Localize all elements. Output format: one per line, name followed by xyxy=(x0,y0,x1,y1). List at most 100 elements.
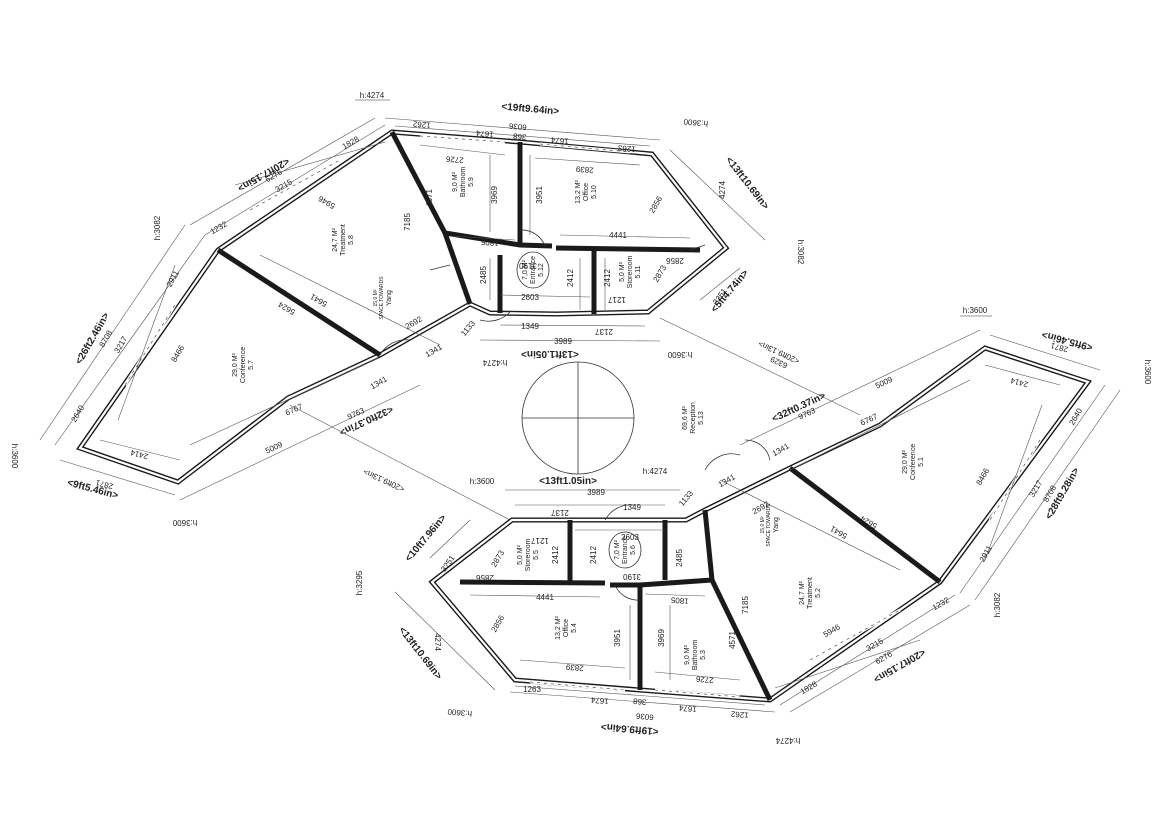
svg-text:1805: 1805 xyxy=(480,237,499,248)
upper-interior-dims xyxy=(99,141,691,461)
svg-text:3969: 3969 xyxy=(490,186,499,204)
svg-text:1805: 1805 xyxy=(670,595,689,606)
svg-text:5,0 M²: 5,0 M² xyxy=(619,261,626,282)
svg-text:h:3600: h:3600 xyxy=(963,306,988,315)
svg-text:2873: 2873 xyxy=(489,548,506,568)
svg-text:2412: 2412 xyxy=(566,269,575,287)
svg-text:1341: 1341 xyxy=(424,342,444,359)
lower-doors xyxy=(604,439,771,601)
svg-text:1341: 1341 xyxy=(717,472,737,489)
svg-text:1674: 1674 xyxy=(550,135,569,146)
svg-text:h:3600: h:3600 xyxy=(667,350,692,359)
svg-text:2856: 2856 xyxy=(489,613,506,633)
svg-text:15,0 M²: 15,0 M² xyxy=(373,289,379,306)
entrance-oval-upper xyxy=(516,251,550,289)
upper-outer-dims xyxy=(39,117,861,501)
svg-text:1828: 1828 xyxy=(799,679,819,696)
svg-text:2412: 2412 xyxy=(589,546,598,564)
room-label-5-5: 5,0 M² Storeroom 5.5 xyxy=(517,538,540,571)
svg-text:h:3600: h:3600 xyxy=(172,518,197,527)
svg-text:2640: 2640 xyxy=(69,403,86,423)
svg-text:5.8: 5.8 xyxy=(348,235,355,245)
svg-text:<10ft7.96in>: <10ft7.96in> xyxy=(403,513,449,564)
svg-text:h:3600: h:3600 xyxy=(10,444,19,469)
lower-outer-dims xyxy=(394,329,1121,713)
svg-text:3951: 3951 xyxy=(613,629,622,647)
svg-text:<9ft5.46in>: <9ft5.46in> xyxy=(66,478,119,502)
svg-text:<13ft1.05in>: <13ft1.05in> xyxy=(521,348,579,359)
svg-text:1674: 1674 xyxy=(590,695,609,706)
svg-text:7185: 7185 xyxy=(741,596,750,614)
svg-text:1674: 1674 xyxy=(475,128,494,139)
svg-text:13,2 M²: 13,2 M² xyxy=(555,615,562,639)
svg-text:2726: 2726 xyxy=(695,674,714,685)
svg-text:29,0 M²: 29,0 M² xyxy=(232,352,239,376)
svg-text:2414: 2414 xyxy=(1009,376,1029,389)
svg-text:1217: 1217 xyxy=(531,536,549,545)
svg-text:h:3082: h:3082 xyxy=(796,240,805,265)
room-label-5-4: 13,2 M² Office 5.4 xyxy=(555,615,578,639)
svg-text:Bathroom: Bathroom xyxy=(460,167,467,198)
svg-text:5624: 5624 xyxy=(858,514,878,531)
svg-text:Storeroom: Storeroom xyxy=(627,255,634,288)
lower-wall-office-top xyxy=(459,579,606,586)
svg-text:6036: 6036 xyxy=(635,711,654,722)
upper-outer-wall-inner xyxy=(78,130,728,484)
room-label-5-12: 7,0 M² Entrance 5.12 xyxy=(522,256,545,284)
svg-text:29,0 M²: 29,0 M² xyxy=(902,449,909,473)
svg-text:5641: 5641 xyxy=(308,292,328,309)
svg-text:3190: 3190 xyxy=(623,572,641,581)
svg-text:2856: 2856 xyxy=(666,256,684,265)
upper-imperial-labels: <19ft9.64in> <20ft7.15in> <13ft10.69in> … xyxy=(66,102,801,502)
svg-text:h:4274: h:4274 xyxy=(775,736,800,745)
svg-text:9,0 M²: 9,0 M² xyxy=(452,171,459,192)
svg-text:5009: 5009 xyxy=(874,375,894,391)
lower-wall-entrance-bottom xyxy=(610,577,713,588)
svg-text:3217: 3217 xyxy=(1027,478,1044,498)
svg-text:Treatment: Treatment xyxy=(807,577,814,609)
svg-text:4274: 4274 xyxy=(433,633,442,651)
svg-text:1262: 1262 xyxy=(730,709,749,720)
svg-text:h:3082: h:3082 xyxy=(993,592,1002,617)
svg-text:6036: 6036 xyxy=(508,121,527,132)
svg-text:h:3600: h:3600 xyxy=(447,707,473,718)
svg-text:h:3600: h:3600 xyxy=(470,477,495,486)
svg-text:9,0 M²: 9,0 M² xyxy=(684,644,691,665)
svg-text:6767: 6767 xyxy=(284,402,304,418)
room-label-5-13: 69,6 M² Reception 5.13 xyxy=(682,402,705,434)
svg-text:7,0 M²: 7,0 M² xyxy=(522,259,529,280)
svg-text:h:3082: h:3082 xyxy=(153,215,162,240)
lower-wall-treat-bath xyxy=(702,509,773,702)
upper-dim-numbers: 6036 1262 1674 368 1674 1263 1828 6276 3… xyxy=(69,119,788,491)
svg-text:1341: 1341 xyxy=(369,374,389,391)
svg-text:4441: 4441 xyxy=(536,593,554,602)
svg-text:24,7 M²: 24,7 M² xyxy=(799,580,806,604)
room-label-yang-lower: 15,0 M² SPACE TOWARDS Yang xyxy=(760,503,780,547)
svg-text:3989: 3989 xyxy=(587,488,605,497)
svg-text:5946: 5946 xyxy=(822,622,842,639)
svg-text:2911: 2911 xyxy=(978,544,995,564)
lower-imperial-labels: <19ft9.64in> <20ft7.15in> <13ft10.69in> … xyxy=(396,328,1094,736)
svg-text:7185: 7185 xyxy=(403,213,412,231)
entrance-oval-lower xyxy=(608,531,642,569)
svg-text:2137: 2137 xyxy=(595,327,613,336)
lower-outer-wall-inner xyxy=(430,346,1090,702)
svg-text:<5ft4.74in>: <5ft4.74in> xyxy=(709,268,751,315)
svg-text:3989: 3989 xyxy=(554,337,572,346)
upper-wall-office-bottom xyxy=(555,245,701,253)
room-label-5-8: 24,7 M² Treatment 5.8 xyxy=(332,224,355,256)
lower-windows xyxy=(529,439,1042,699)
svg-text:5.7: 5.7 xyxy=(248,360,255,370)
svg-text:3969: 3969 xyxy=(657,629,666,647)
room-label-5-7: 29,0 M² Conference 5.7 xyxy=(232,347,255,383)
svg-text:15,0 M²: 15,0 M² xyxy=(760,516,766,533)
room-label-5-10: 13,2 M² Office 5.10 xyxy=(575,179,598,203)
svg-text:1674: 1674 xyxy=(678,703,697,714)
svg-text:1349: 1349 xyxy=(623,503,641,512)
svg-text:Office: Office xyxy=(583,183,590,201)
svg-text:2856: 2856 xyxy=(647,194,664,214)
svg-text:Yang: Yang xyxy=(386,290,393,306)
svg-text:5.11: 5.11 xyxy=(635,265,642,278)
svg-text:24,7 M²: 24,7 M² xyxy=(332,227,339,251)
